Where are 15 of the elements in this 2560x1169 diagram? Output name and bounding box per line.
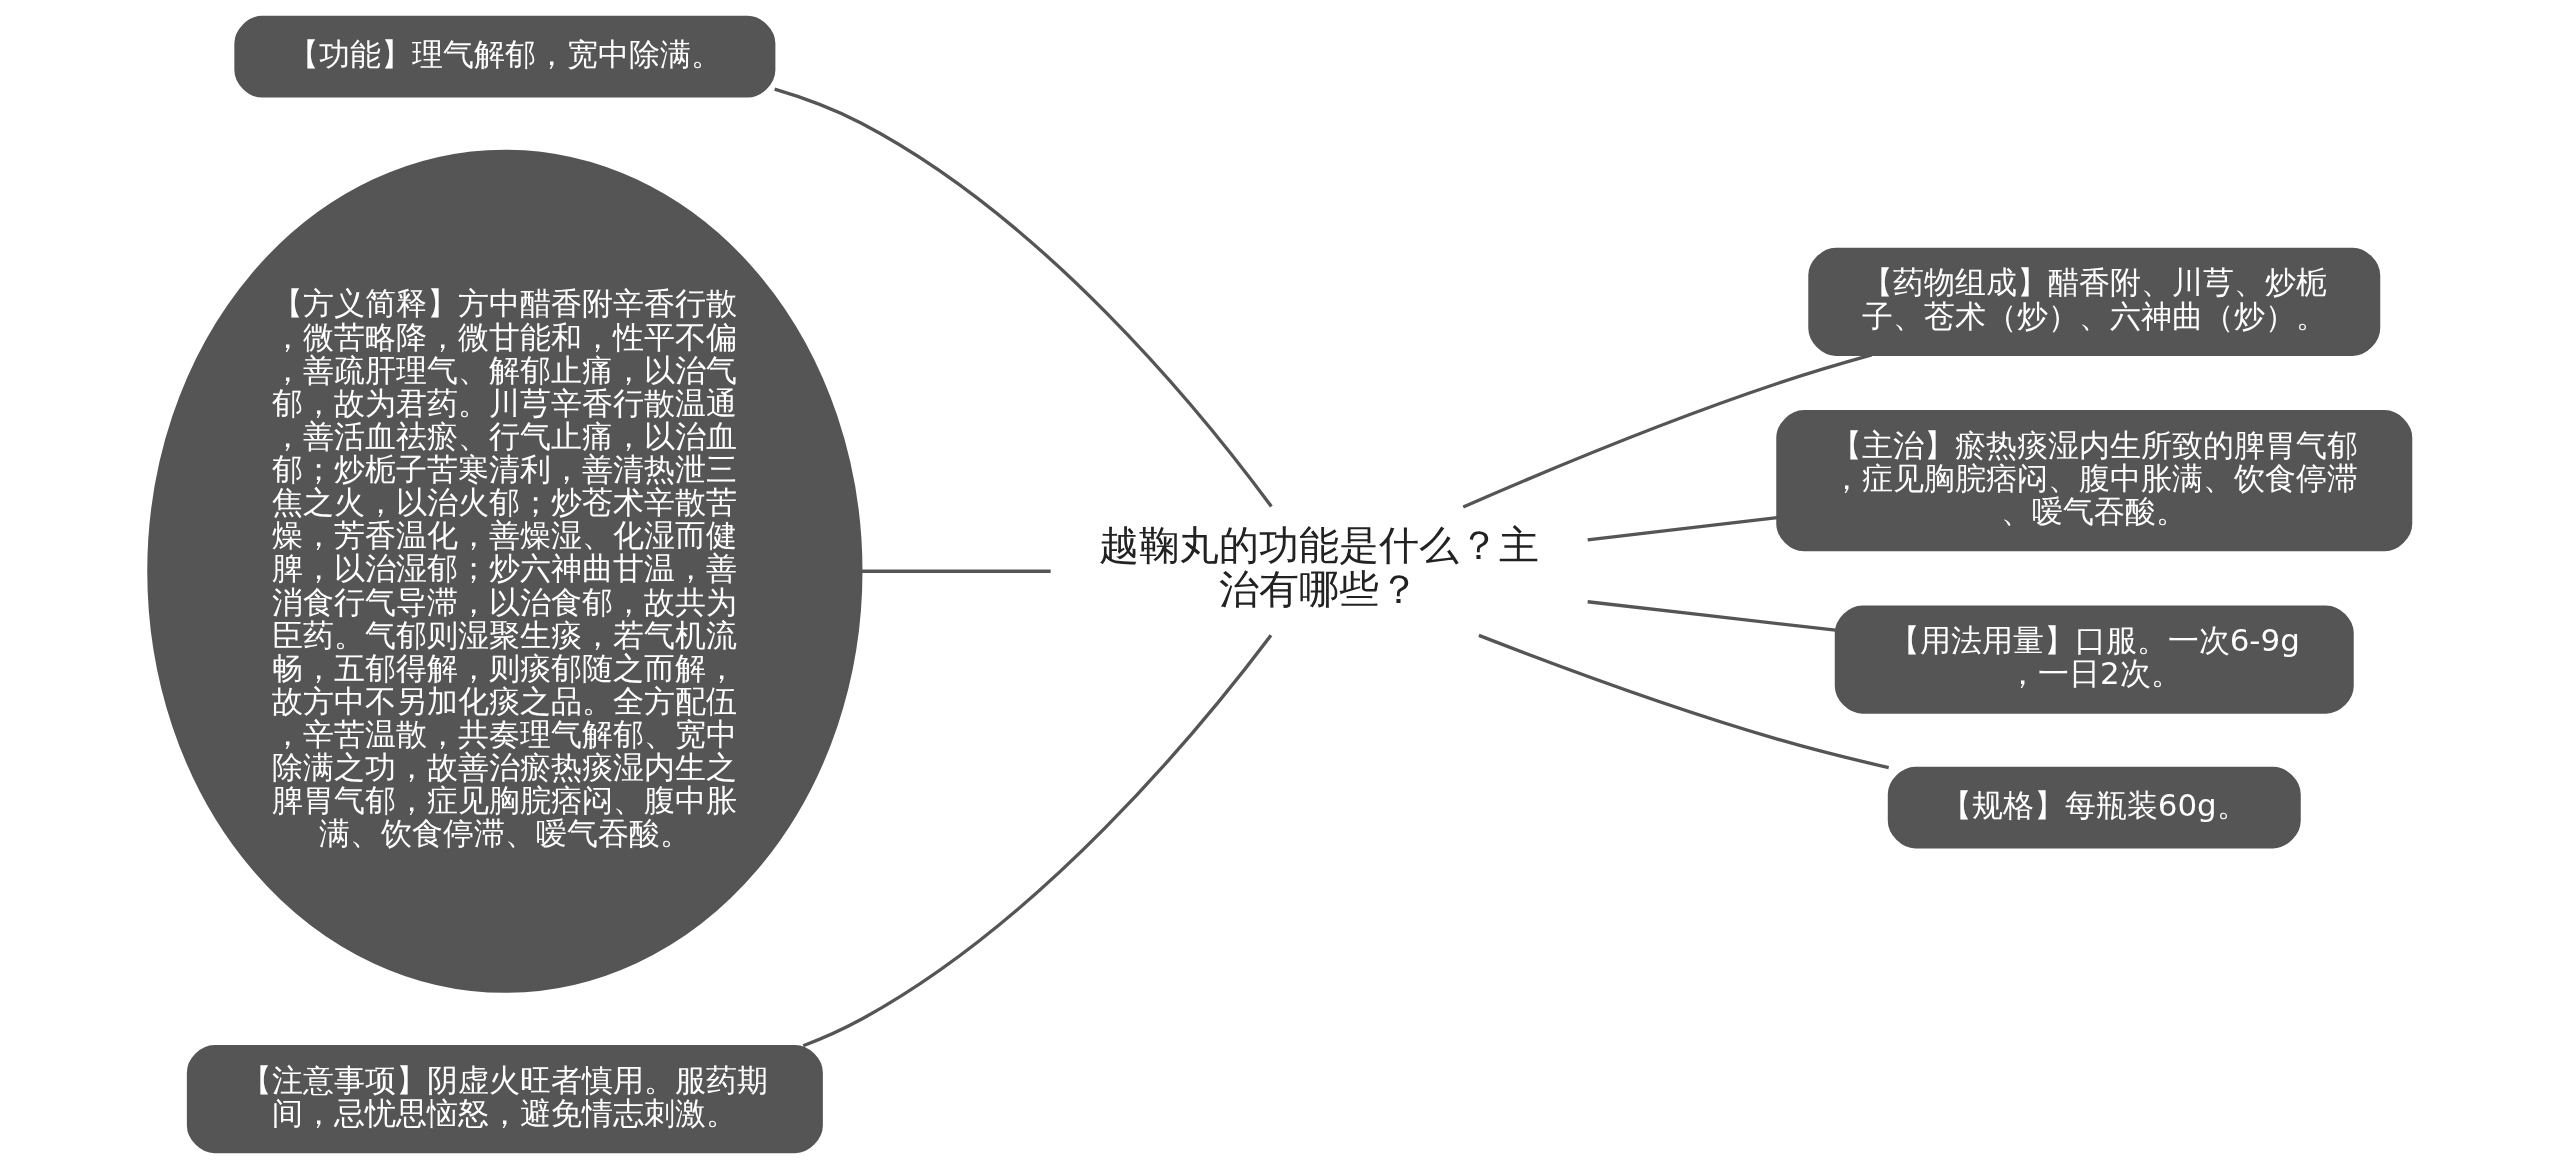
node-box: 【注意事项】阴虚火旺者慎用。服药期间，忌忧思恼怒，避免情志刺激。	[186, 1044, 823, 1154]
node-box: 【规格】每瓶装60g。	[1887, 766, 2301, 849]
connector	[1587, 600, 1836, 632]
connector	[861, 569, 1051, 573]
node-box: 【用法用量】口服。一次6-9g，一日2次。	[1834, 605, 2354, 714]
node-box: 【主治】瘀热痰湿内生所致的脾胃气郁，症见胸脘痞闷、腹中胀满、饮食停滞、嗳气吞酸。	[1776, 410, 2413, 552]
connector	[802, 634, 1273, 1048]
node-ellipse: 【方义简释】方中醋香附辛香行散，微苦略降，微甘能和，性平不偏，善疏肝理气、解郁止痛，以治气郁，故为君药。川芎辛香行散温通，善活血祛瘀、行气止痛，以治血郁；炒栀子苦寒清利，善清热泄三焦之火，以治火郁；炒苍术辛散苦燥，芳香温化，善燥湿、化湿而健脾，以治湿郁；炒六神曲甘温，善消食行气导滞，以治食郁，故共为臣药。气郁则湿聚生痰，若气机流畅，五郁得解，则痰郁随之而解，故方中不另加化痰之品。全方配伍，辛苦温散，共奏理气解郁、宽中除满之功，故善治瘀热痰湿内生之脾胃气郁，症见胸脘痞闷、腹中胀满、饮食停滞、嗳气吞酸。	[147, 149, 863, 993]
connector	[1587, 516, 1778, 542]
node-box: 【功能】理气解郁，宽中除满。	[234, 15, 776, 98]
connector	[1462, 353, 1873, 509]
connector	[1478, 633, 1890, 770]
node-box: 【药物组成】醋香附、川芎、炒栀子、苍术（炒）、六神曲（炒）。	[1808, 247, 2381, 356]
connector	[774, 87, 1273, 508]
node-text: 越鞠丸的功能是什么？主治有哪些？	[1099, 521, 1540, 613]
